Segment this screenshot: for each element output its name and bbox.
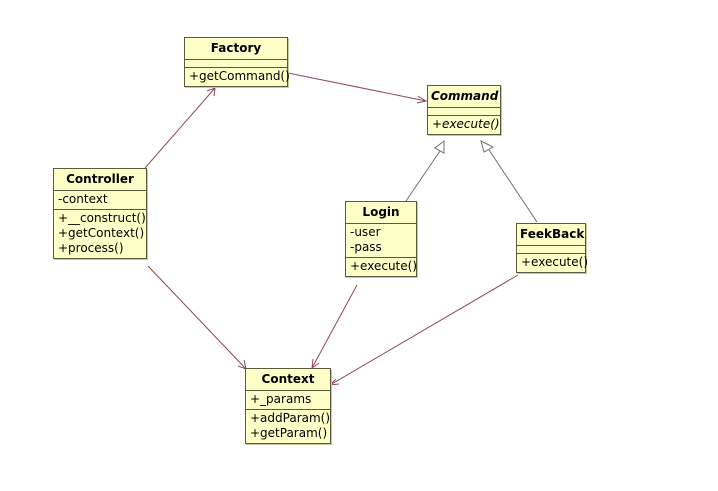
attribute: -user [350,225,381,239]
attributes-section [517,246,585,254]
operation: +process() [58,241,124,255]
operation: +execute() [350,259,417,273]
operations-section: +execute() [428,116,500,134]
attributes-section: -context [54,191,146,210]
class-name: FeekBack [517,224,585,246]
attributes-section [185,60,287,68]
operation: +execute() [432,117,500,131]
operations-section: +addParam() +getParam() [246,410,330,443]
edge-login-context [311,284,358,370]
operations-section: +execute() [517,254,588,272]
edge-feekback-command [480,140,538,223]
operation: +getParam() [250,426,328,440]
class-command[interactable]: Command +execute() [427,85,501,135]
attributes-section [428,108,500,116]
class-name: Controller [54,169,146,191]
edge-controller-factory [144,87,216,169]
class-feekback[interactable]: FeekBack +execute() [516,223,588,273]
class-context[interactable]: Context +_params +addParam() +getParam() [245,368,331,444]
class-name: Command [428,86,500,108]
operation: +addParam() [250,411,331,425]
operations-section: +getCommand() [185,68,290,86]
edge-feekback-context [328,274,519,386]
attributes-section: -user -pass [346,224,416,258]
class-controller[interactable]: Controller -context +__construct() +getC… [53,168,147,259]
edge-factory-command [287,72,428,104]
operation: +getCommand() [189,69,290,83]
attribute: -pass [350,240,382,254]
operation: +__construct() [58,211,146,225]
class-factory[interactable]: Factory +getCommand() [184,37,290,87]
operations-section: +__construct() +getContext() +process() [54,210,146,258]
operation: +execute() [521,255,588,269]
class-name: Login [346,202,416,224]
operations-section: +execute() [346,258,417,276]
attributes-section: +_params [246,391,330,410]
class-name: Context [246,369,330,391]
attribute: -context [58,192,108,206]
attribute: +_params [250,392,312,406]
class-login[interactable]: Login -user -pass +execute() [345,201,417,277]
operation: +getContext() [58,226,145,240]
edge-login-command [405,139,445,202]
edge-controller-context [147,265,247,370]
class-name: Factory [185,38,287,60]
